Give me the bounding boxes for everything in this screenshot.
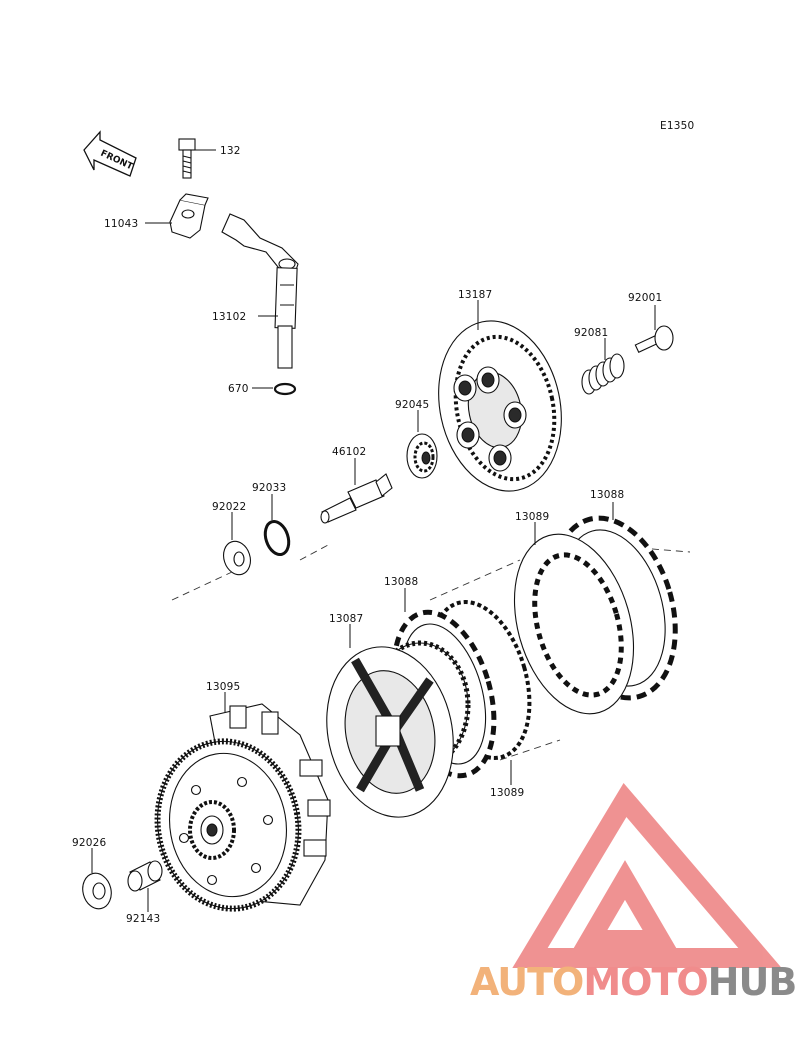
part-label-13095: 13095 bbox=[206, 681, 240, 693]
part-label-670: 670 bbox=[228, 383, 249, 395]
part-label-13089-bottom: 13089 bbox=[490, 787, 524, 799]
part-label-13089-top: 13089 bbox=[515, 511, 549, 523]
part-label-92026: 92026 bbox=[72, 837, 107, 849]
part-label-11043: 11043 bbox=[104, 218, 138, 230]
clutch-hub-13087 bbox=[326, 640, 471, 818]
watermark-part-hub: HUB bbox=[707, 960, 798, 1004]
part-label-13187: 13187 bbox=[458, 289, 492, 301]
part-label-92045: 92045 bbox=[395, 399, 429, 411]
part-label-92033: 92033 bbox=[252, 482, 286, 494]
bolt-132 bbox=[178, 138, 196, 179]
pressure-plate-13187 bbox=[438, 320, 562, 492]
o-ring-670 bbox=[273, 382, 297, 396]
circlip-92033 bbox=[263, 519, 291, 557]
diagram-code: E1350 bbox=[660, 120, 694, 132]
part-label-92001: 92001 bbox=[628, 292, 662, 304]
front-arrow-icon: FRONT bbox=[83, 130, 137, 177]
washer-92022 bbox=[223, 540, 251, 576]
bearing-92045 bbox=[406, 433, 438, 479]
part-label-13088-mid: 13088 bbox=[384, 576, 418, 588]
part-label-46102: 46102 bbox=[332, 446, 366, 458]
watermark-text: AUTOMOTOHUB bbox=[470, 960, 798, 1004]
watermark-part-auto: AUTO bbox=[470, 960, 584, 1004]
washer-92026 bbox=[82, 872, 112, 910]
part-label-132: 132 bbox=[220, 145, 241, 157]
part-label-13087: 13087 bbox=[329, 613, 363, 625]
bushing-92143 bbox=[127, 860, 163, 892]
watermark-logo-icon bbox=[512, 782, 782, 968]
watermark-part-moto: MOTO bbox=[583, 960, 708, 1004]
steel-plate-13089-right bbox=[513, 533, 635, 715]
part-label-13088-top: 13088 bbox=[590, 489, 624, 501]
part-label-13102: 13102 bbox=[212, 311, 246, 323]
bolt-92001 bbox=[634, 325, 674, 354]
pusher-46102 bbox=[320, 473, 393, 524]
part-label-92143: 92143 bbox=[126, 913, 160, 925]
spring-92081 bbox=[581, 353, 625, 395]
part-label-92022: 92022 bbox=[212, 501, 246, 513]
clutch-housing-13095 bbox=[154, 703, 331, 912]
push-lever-13102 bbox=[221, 213, 299, 369]
part-label-92081: 92081 bbox=[574, 327, 608, 339]
clamp-11043 bbox=[169, 193, 209, 239]
